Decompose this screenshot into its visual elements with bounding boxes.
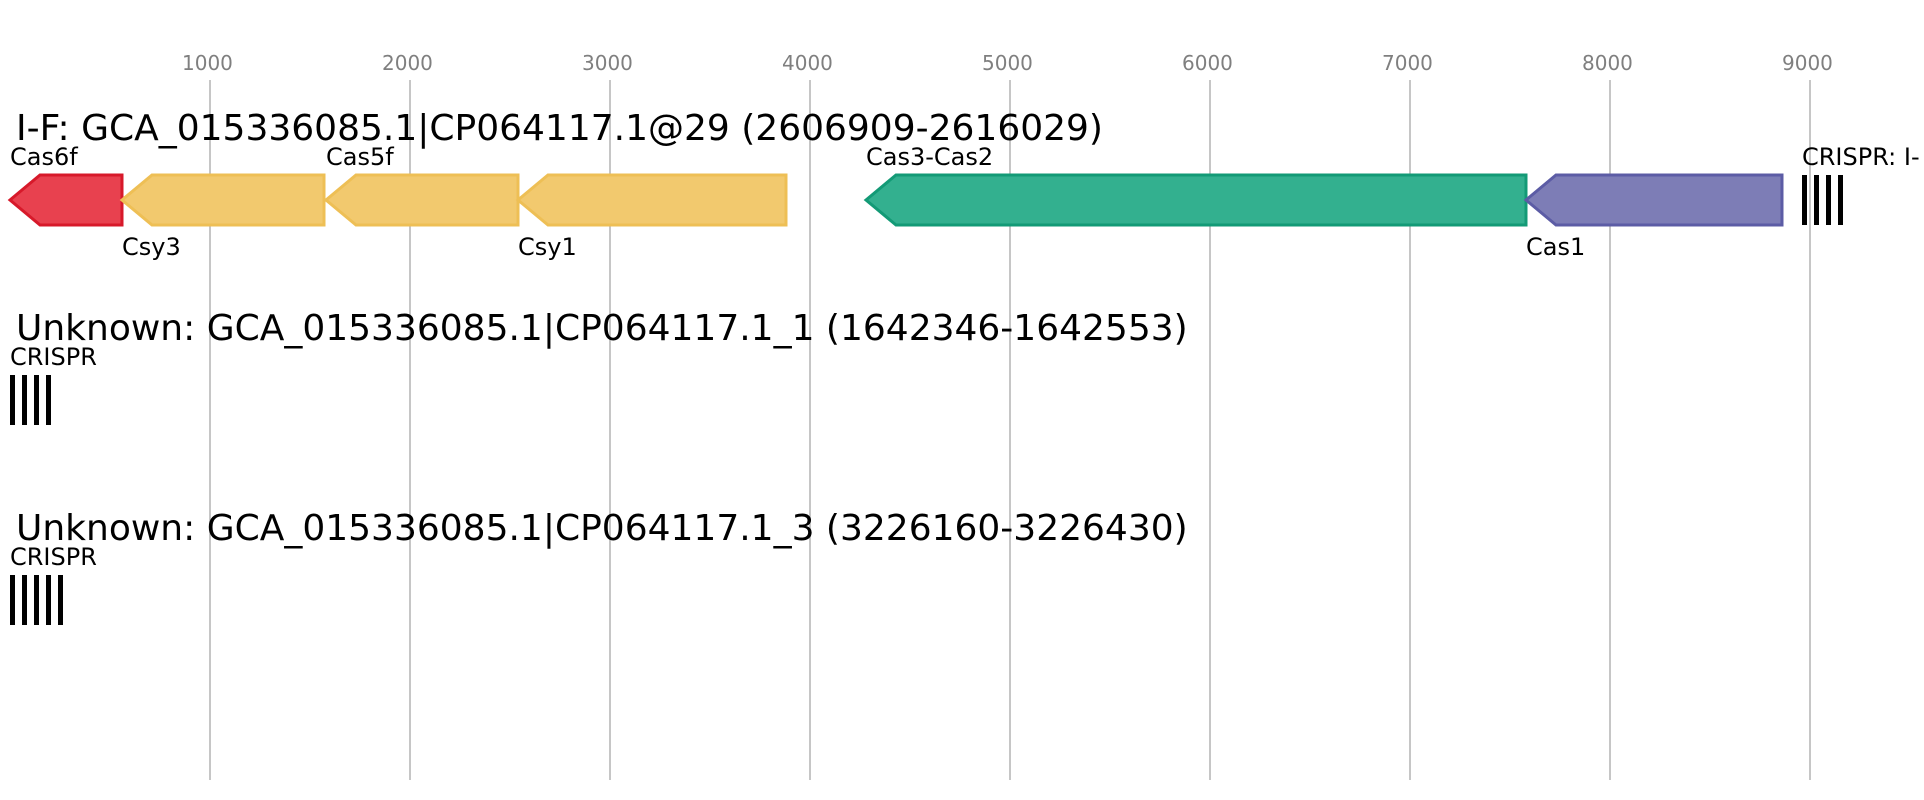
gene-label: Cas1 xyxy=(1526,233,1585,261)
crispr-repeat xyxy=(58,575,63,625)
axis-tick-label: 9000 xyxy=(1782,51,1833,75)
axis-tick-label: 5000 xyxy=(982,51,1033,75)
track-2: Unknown: GCA_015336085.1|CP064117.1_1 (1… xyxy=(10,308,1188,425)
axis-tick-label: 3000 xyxy=(582,51,633,75)
crispr-repeat xyxy=(1838,175,1843,225)
gene-label: Csy1 xyxy=(518,233,577,261)
gene-arrow-cas6f xyxy=(7,173,124,227)
crispr-repeat xyxy=(22,575,27,625)
track-title: Unknown: GCA_015336085.1|CP064117.1_1 (1… xyxy=(16,308,1188,349)
crispr-repeat xyxy=(46,375,51,425)
gene-arrow-csy3 xyxy=(119,173,326,227)
track-title: I-F: GCA_015336085.1|CP064117.1@29 (2606… xyxy=(16,108,1103,149)
gene-arrow-cas5f xyxy=(323,173,520,227)
gene-label: Csy3 xyxy=(122,233,181,261)
gene-label: Cas6f xyxy=(10,143,78,171)
track-1: I-F: GCA_015336085.1|CP064117.1@29 (2606… xyxy=(7,108,1920,261)
track-3: Unknown: GCA_015336085.1|CP064117.1_3 (3… xyxy=(10,508,1188,625)
crispr-label: CRISPR xyxy=(10,543,97,571)
crispr-repeat xyxy=(1826,175,1831,225)
crispr-repeat xyxy=(46,575,51,625)
crispr-repeat xyxy=(34,575,39,625)
crispr-label: CRISPR xyxy=(10,343,97,371)
crispr-repeat xyxy=(10,575,15,625)
axis-tick-label: 2000 xyxy=(382,51,433,75)
crispr-label: CRISPR: I- xyxy=(1802,143,1920,171)
gene-arrow-cas3-cas2 xyxy=(863,173,1528,227)
axis-tick-label: 1000 xyxy=(182,51,233,75)
track-features: CRISPR xyxy=(10,343,97,425)
gene-arrow-csy1 xyxy=(515,173,788,227)
track-features: CRISPR xyxy=(10,543,97,625)
gene-label: Cas5f xyxy=(326,143,394,171)
crispr-repeat xyxy=(1802,175,1807,225)
axis-tick-label: 8000 xyxy=(1582,51,1633,75)
crispr-repeat xyxy=(1814,175,1819,225)
gene-label: Cas3-Cas2 xyxy=(866,143,993,171)
gene-arrow-cas1 xyxy=(1523,173,1784,227)
track-title: Unknown: GCA_015336085.1|CP064117.1_3 (3… xyxy=(16,508,1188,549)
crispr-repeat xyxy=(22,375,27,425)
crispr-repeat xyxy=(10,375,15,425)
axis-tick-label: 6000 xyxy=(1182,51,1233,75)
axis-tick-label: 4000 xyxy=(782,51,833,75)
axis-tick-label: 7000 xyxy=(1382,51,1433,75)
crispr-repeat xyxy=(34,375,39,425)
axis-tick-labels: 1000 2000 3000 4000 5000 6000 7000 8000 9000 xyxy=(182,51,1833,75)
